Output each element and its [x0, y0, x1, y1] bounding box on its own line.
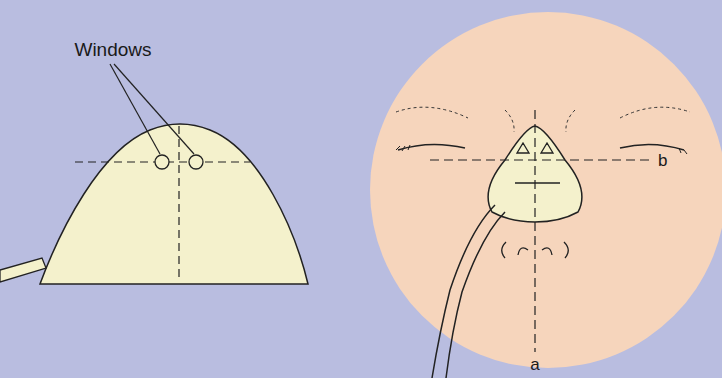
axis-label: b	[658, 152, 667, 169]
axis-label: a	[530, 356, 539, 373]
face-view	[370, 12, 722, 378]
leader-line	[114, 64, 194, 154]
part-label: Windows	[74, 40, 151, 59]
leader-line	[110, 64, 160, 154]
mask-front-view	[0, 64, 308, 284]
